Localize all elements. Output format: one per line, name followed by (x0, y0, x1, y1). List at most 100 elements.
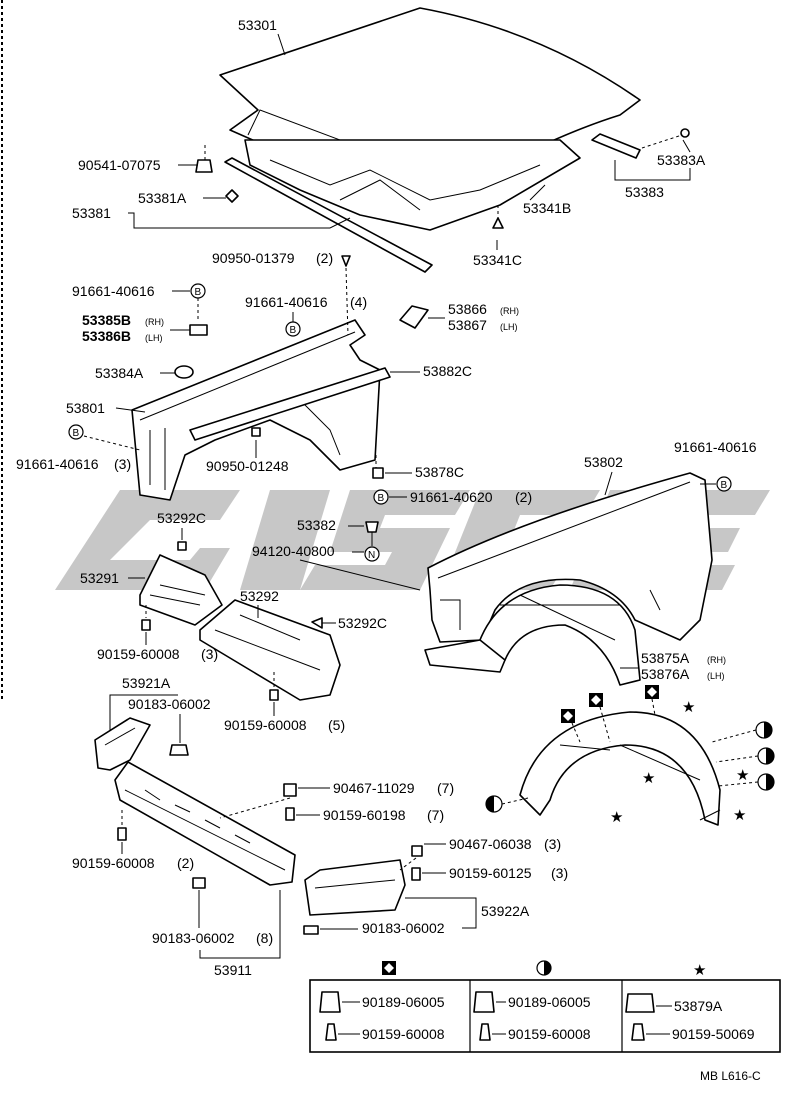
splash-shield-53291 (139, 554, 223, 626)
label-90159-60008-b-qty: (5) (328, 717, 345, 733)
label-53875A: 53875A (641, 650, 690, 666)
label-53876A: 53876A (641, 666, 690, 682)
label-90183-06002-c-qty: (8) (256, 930, 273, 946)
label-53876A-side: (LH) (707, 671, 725, 681)
label-53875A-side: (RH) (707, 655, 726, 665)
label-53867-side: (LH) (500, 322, 518, 332)
label-53802: 53802 (584, 454, 623, 470)
label-53922A: 53922A (481, 903, 530, 919)
label-90159-60198: 90159-60198 (323, 807, 406, 823)
label-53383A: 53383A (657, 152, 706, 168)
label-90159-60198-qty: (7) (427, 807, 444, 823)
label-94120-40800: 94120-40800 (252, 543, 335, 559)
badge-b-1: B (190, 283, 206, 299)
label-53292: 53292 (240, 588, 279, 604)
star-symbol-icon: ★ (693, 962, 706, 979)
label-90541-07075: 90541-07075 (78, 157, 161, 173)
svg-text:B: B (378, 493, 385, 504)
label-91661-40616-c: 91661-40616 (16, 456, 99, 472)
diagram-code: MB L616-C (700, 1069, 761, 1083)
legend-col2-bolt: 90159-60008 (508, 1026, 591, 1042)
label-53383: 53383 (625, 184, 664, 200)
label-91661-40620: 91661-40620 (410, 489, 493, 505)
label-91661-40616-c-qty: (3) (114, 456, 131, 472)
label-90183-06002-a: 90183-06002 (128, 696, 211, 712)
label-90950-01379: 90950-01379 (212, 250, 295, 266)
fender-liner (424, 584, 641, 686)
label-53386B-side: (LH) (145, 333, 163, 343)
label-53341C: 53341C (473, 252, 522, 268)
label-91661-40616-d: 91661-40616 (674, 439, 757, 455)
label-53384A: 53384A (95, 365, 144, 381)
liner-symbols: ★ ★ ★ ★ ★ (485, 685, 775, 826)
svg-text:★: ★ (610, 809, 623, 826)
label-53385B-side: (RH) (145, 317, 164, 327)
label-53878C: 53878C (415, 464, 464, 480)
label-53921A: 53921A (122, 675, 171, 691)
fastener-legend: ★ 90189-06005 90159-60008 90189-06005 90… (309, 960, 781, 1053)
svg-text:★: ★ (733, 807, 746, 824)
label-53801: 53801 (66, 400, 105, 416)
label-90183-06002-c: 90183-06002 (152, 930, 235, 946)
label-90467-06038-qty: (3) (544, 836, 561, 852)
label-90159-60008-a-qty: (3) (201, 646, 218, 662)
splash-shield-53292 (199, 599, 341, 701)
legend-col1-bolt: 90159-60008 (362, 1026, 445, 1042)
label-90183-06002-b: 90183-06002 (362, 920, 445, 936)
valance-53922A (304, 859, 406, 916)
clip-53382 (365, 521, 379, 546)
label-53866-side: (RH) (500, 306, 519, 316)
label-90467-11029: 90467-11029 (333, 780, 415, 796)
label-53381A: 53381A (138, 190, 187, 206)
svg-text:B: B (73, 428, 80, 439)
label-90950-01379-qty: (2) (316, 250, 333, 266)
bumper-fasteners (117, 744, 423, 935)
label-90950-01248: 90950-01248 (206, 458, 289, 474)
label-90467-11029-qty: (7) (437, 780, 454, 796)
liner-detail (519, 711, 721, 826)
label-91661-40616-b: 91661-40616 (245, 294, 328, 310)
svg-text:★: ★ (736, 767, 749, 784)
hood-fasteners (195, 145, 504, 229)
label-91661-40620-qty: (2) (515, 489, 532, 505)
svg-text:★: ★ (642, 770, 655, 787)
svg-text:B: B (195, 287, 202, 298)
label-91661-40616-a: 91661-40616 (72, 283, 155, 299)
hood-seal-strip (224, 157, 433, 273)
legend-col3-bolt: 90159-50069 (672, 1026, 755, 1042)
apron-rail (189, 367, 391, 441)
badge-b-5: B (716, 476, 732, 492)
apron-fasteners (174, 255, 429, 479)
svg-text:B: B (290, 325, 297, 336)
svg-text:N: N (368, 550, 375, 561)
front-fender (427, 472, 713, 643)
label-90159-60008-b: 90159-60008 (224, 717, 307, 733)
legend-col3-nut: 53879A (674, 998, 723, 1014)
label-53882C: 53882C (423, 363, 472, 379)
label-53386B: 53386B (82, 328, 131, 344)
valance-53921A (94, 717, 151, 771)
label-53341B: 53341B (523, 200, 571, 216)
label-53292C-b: 53292C (338, 615, 387, 631)
label-53301: 53301 (238, 17, 277, 33)
label-90159-60008-a: 90159-60008 (97, 646, 180, 662)
label-53385B: 53385B (82, 312, 131, 328)
legend-col1-nut: 90189-06005 (362, 994, 445, 1010)
svg-text:B: B (721, 480, 728, 491)
label-53867: 53867 (448, 317, 487, 333)
label-53291: 53291 (80, 570, 119, 586)
label-90159-60125: 90159-60125 (449, 865, 532, 881)
label-91661-40616-b-qty: (4) (350, 294, 367, 310)
label-53382: 53382 (297, 517, 336, 533)
hood-side-trim (591, 128, 690, 159)
label-90159-60008-c: 90159-60008 (72, 855, 155, 871)
badge-n: N (364, 546, 380, 562)
label-53381: 53381 (72, 205, 111, 221)
badge-b-2: B (285, 321, 301, 337)
legend-col2-nut: 90189-06005 (508, 994, 591, 1010)
label-90467-06038: 90467-06038 (449, 836, 532, 852)
label-53292C-a: 53292C (157, 510, 206, 526)
badge-b-4: B (373, 489, 389, 505)
